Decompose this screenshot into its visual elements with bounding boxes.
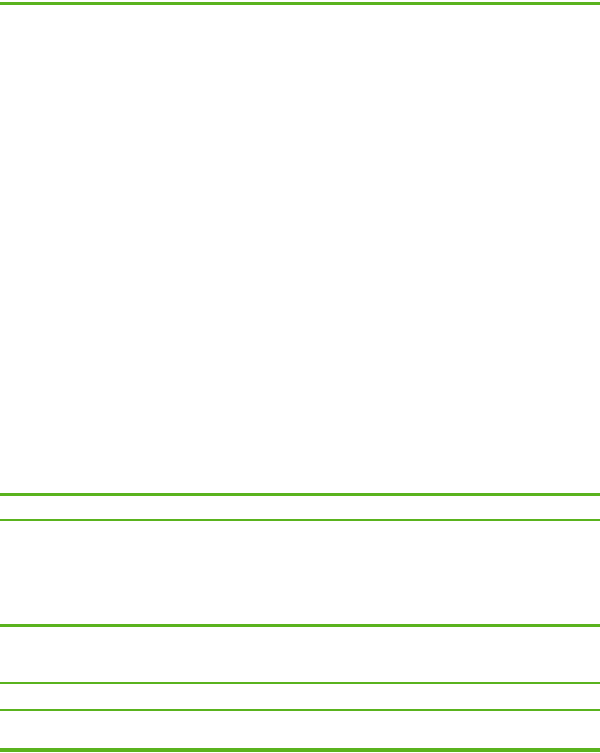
table-divider-line bbox=[0, 519, 600, 521]
blank-content-area-top bbox=[0, 5, 600, 493]
top-divider-line bbox=[0, 2, 600, 5]
blank-content-area-middle bbox=[0, 521, 600, 624]
blank-table-row bbox=[0, 711, 600, 748]
table-divider-line bbox=[0, 624, 600, 627]
blank-content-area-lower bbox=[0, 627, 600, 682]
table-divider-line bbox=[0, 682, 600, 684]
table-divider-line bbox=[0, 709, 600, 711]
blank-table-row bbox=[0, 496, 600, 519]
bottom-divider-line bbox=[0, 748, 600, 752]
table-divider-line bbox=[0, 493, 600, 496]
blank-table-row bbox=[0, 684, 600, 709]
